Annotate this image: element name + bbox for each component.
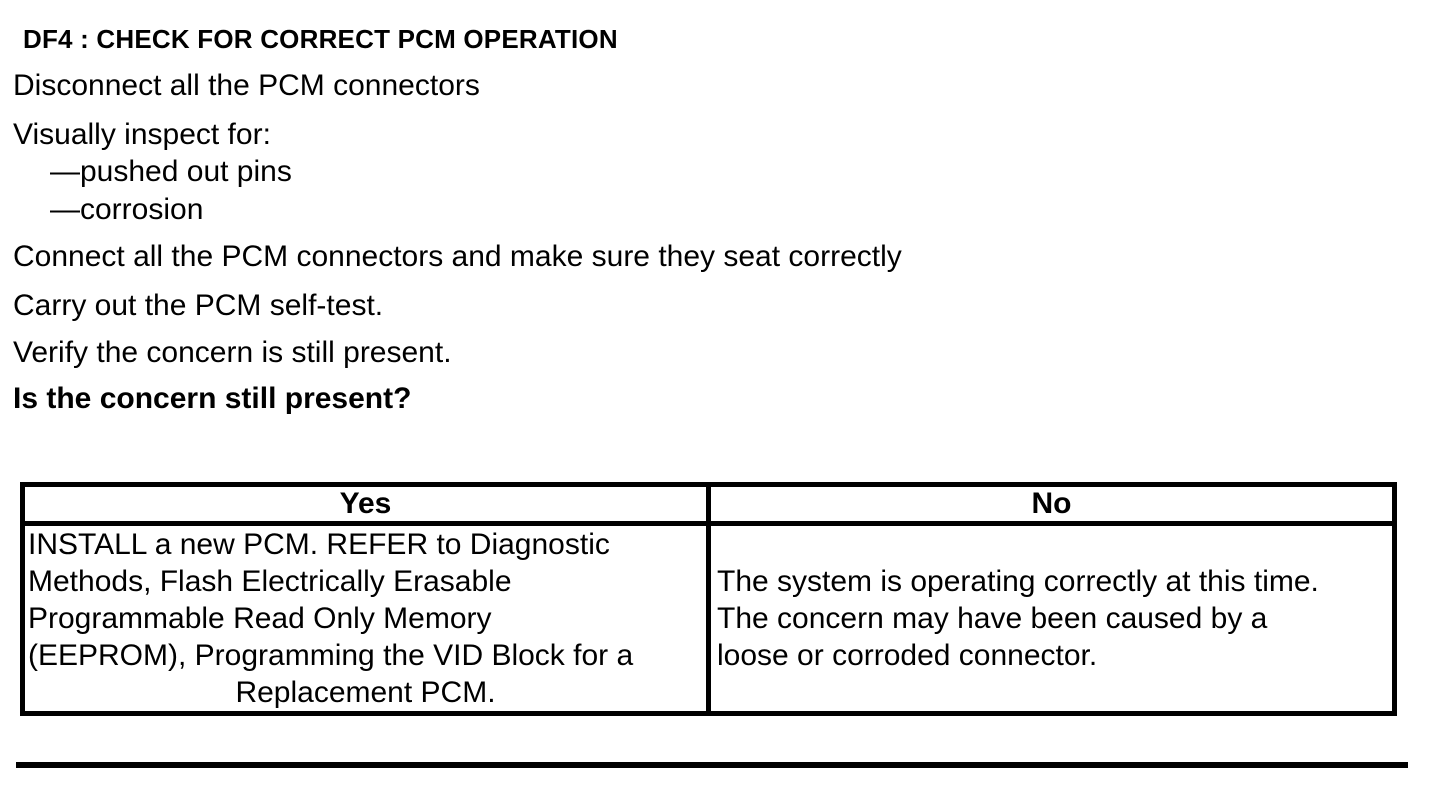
yes-cell-line: Programmable Read Only Memory: [28, 602, 492, 635]
decision-table-header-row: Yes No: [20, 482, 1397, 526]
step-verify-concern: Verify the concern is still present.: [13, 336, 452, 369]
step-carry-out-self-test: Carry out the PCM self-test.: [13, 289, 384, 322]
no-cell-line: The concern may have been caused by a: [717, 602, 1268, 635]
no-cell-line: loose or corroded connector.: [717, 639, 1098, 672]
inspect-item-corrosion: —corrosion: [50, 193, 204, 226]
no-action-cell: The system is operating correctly at thi…: [706, 521, 1397, 716]
yes-cell-line: Methods, Flash Electrically Erasable: [28, 565, 512, 598]
yes-cell-line: Replacement PCM.: [235, 676, 496, 709]
inspect-item-pushed-out-pins: —pushed out pins: [50, 155, 292, 188]
procedure-title: DF4 : CHECK FOR CORRECT PCM OPERATION: [23, 24, 618, 54]
question-line: Is the concern still present?: [13, 382, 412, 415]
yes-action-cell: INSTALL a new PCM. REFER to Diagnostic M…: [20, 521, 711, 716]
section-divider-rule: [16, 762, 1408, 768]
decision-table-body-row: INSTALL a new PCM. REFER to Diagnostic M…: [20, 521, 1397, 716]
no-cell-line: The system is operating correctly at thi…: [717, 565, 1319, 598]
decision-table: Yes No INSTALL a new PCM. REFER to Diagn…: [20, 482, 1397, 716]
no-header-cell: No: [706, 482, 1397, 526]
step-visually-inspect: Visually inspect for:: [13, 118, 271, 151]
yes-header-cell: Yes: [20, 482, 711, 526]
yes-cell-line: INSTALL a new PCM. REFER to Diagnostic: [28, 528, 610, 561]
step-disconnect-connectors: Disconnect all the PCM connectors: [13, 69, 480, 102]
yes-cell-line: (EEPROM), Programming the VID Block for …: [28, 639, 634, 672]
step-connect-connectors: Connect all the PCM connectors and make …: [13, 240, 902, 273]
